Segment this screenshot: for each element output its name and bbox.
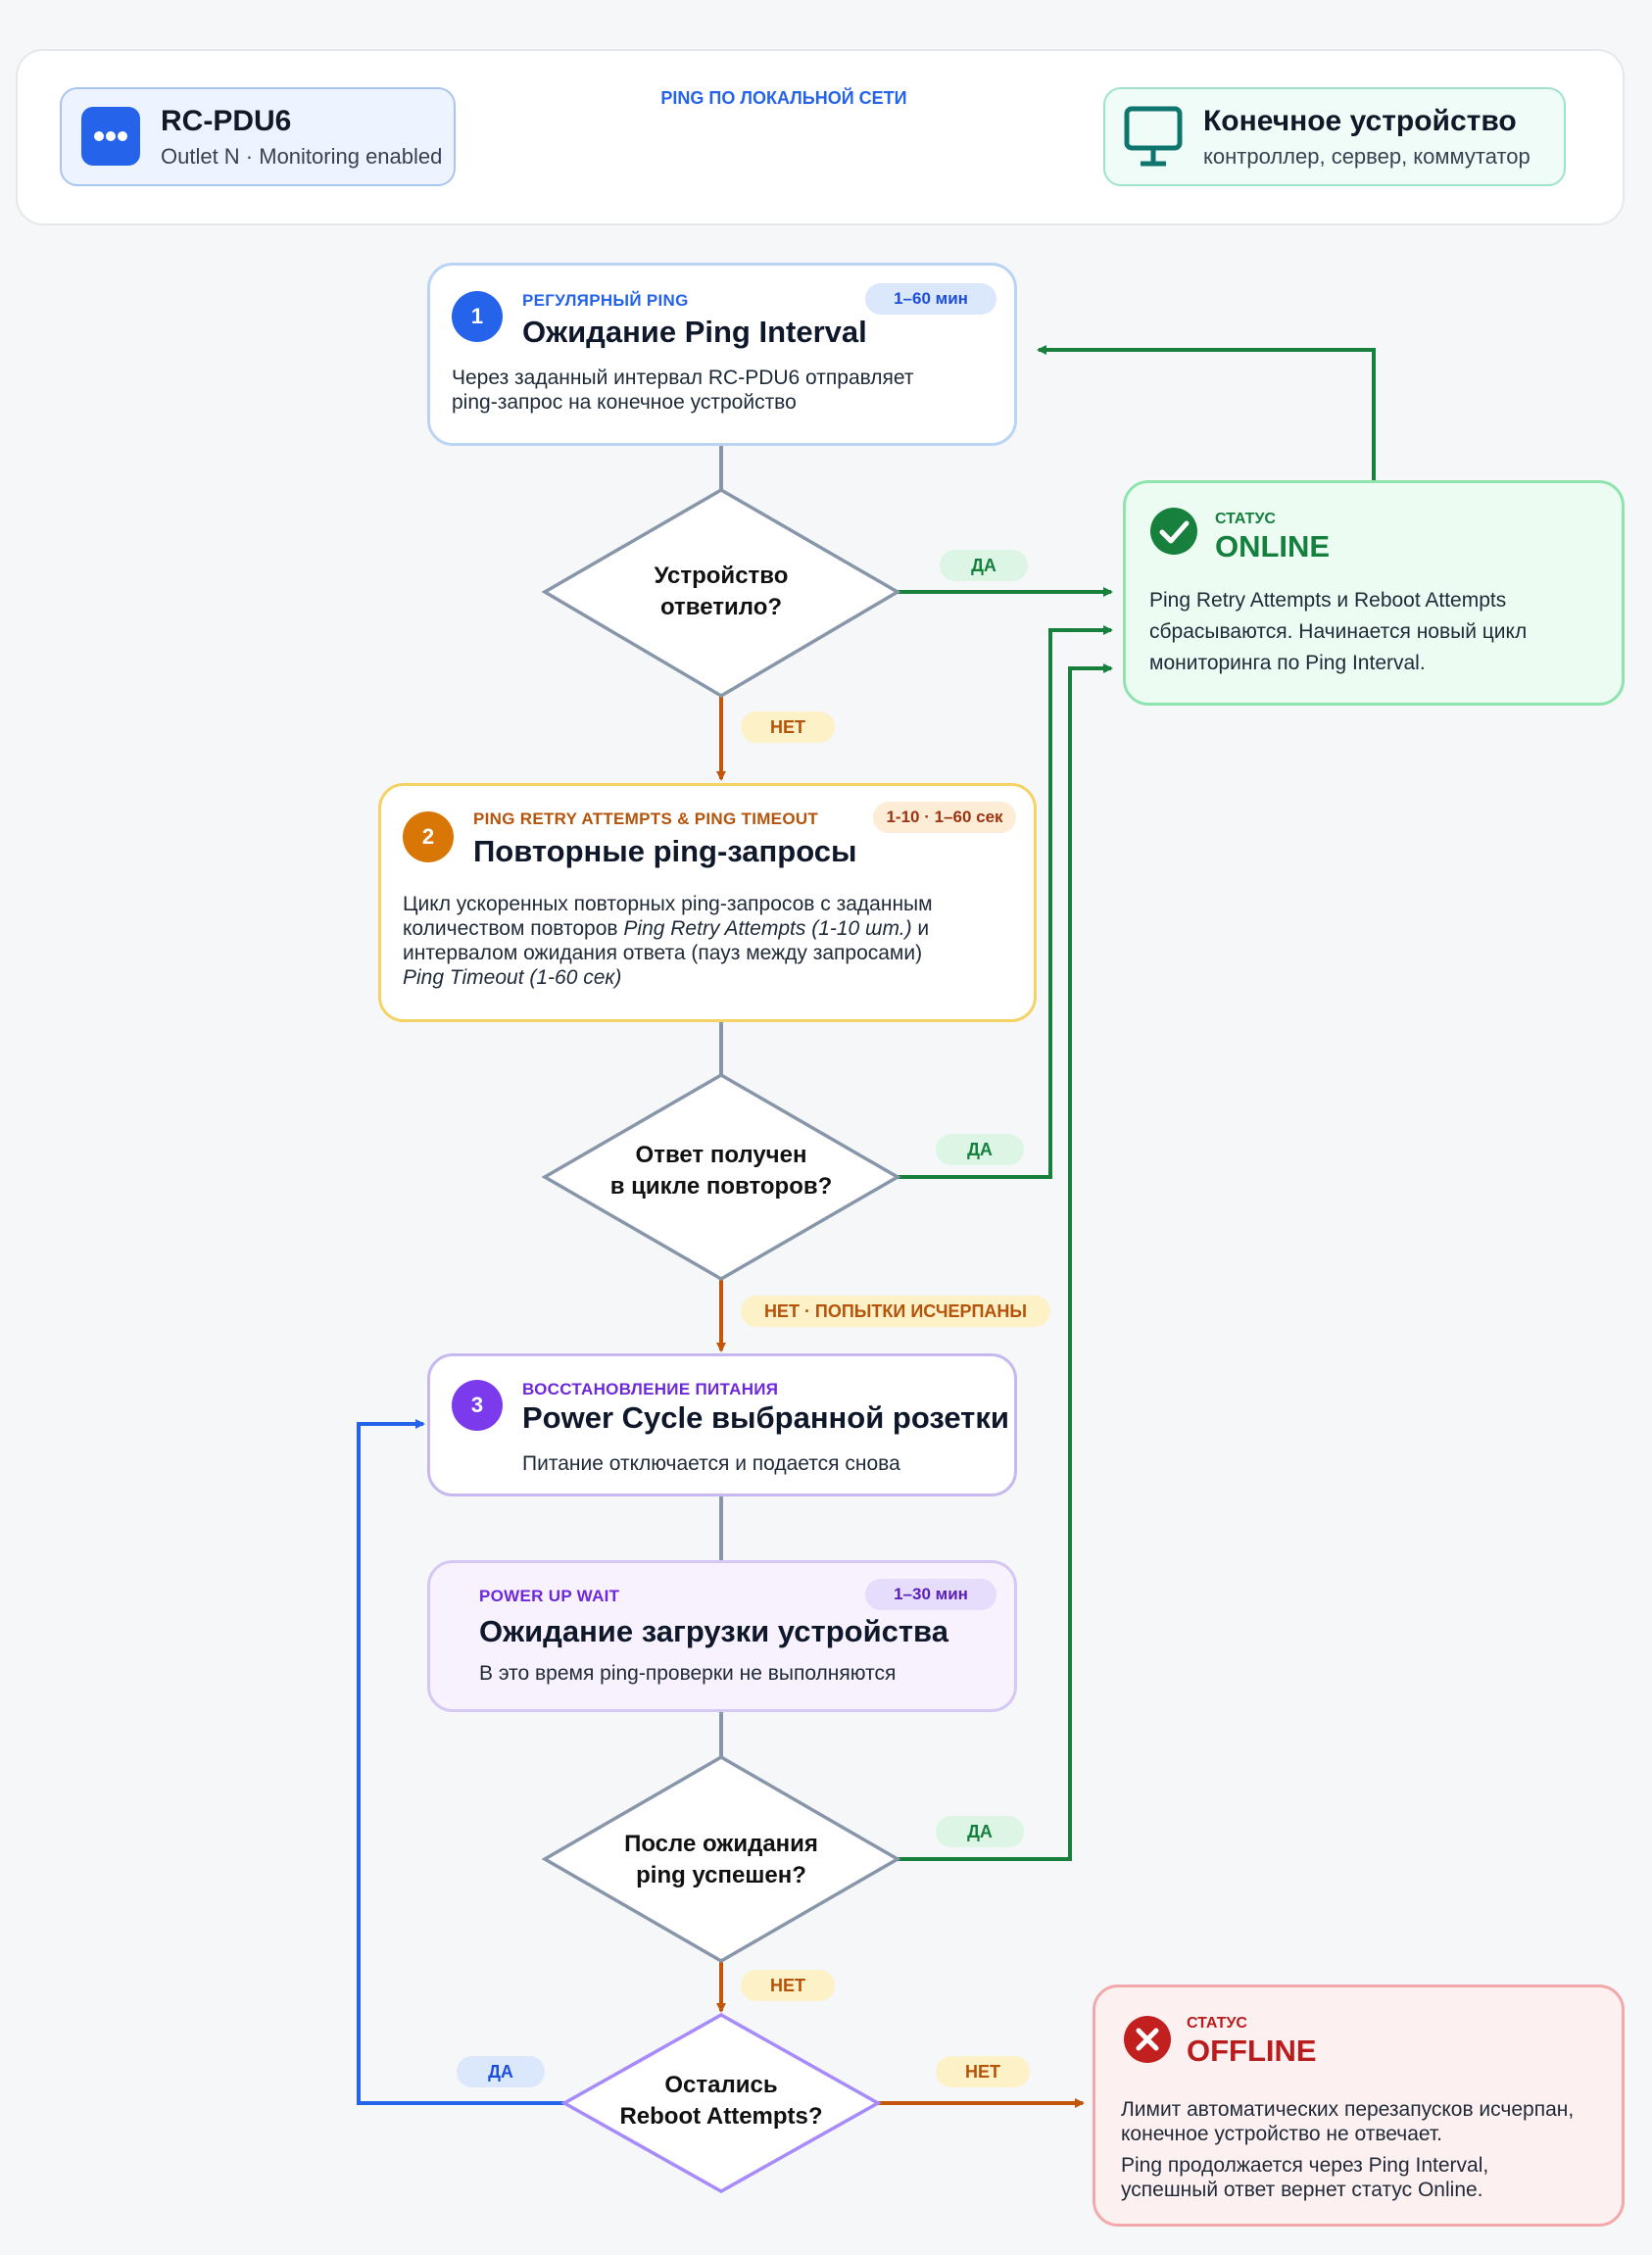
- offline-desc-3: Ping продолжается через Ping Interval,: [1121, 2154, 1489, 2177]
- arrow-dec3-yes: [898, 663, 1113, 1861]
- step1-desc-2: ping-запрос на конечное устройство: [452, 391, 797, 414]
- offline-title: OFFLINE: [1187, 2034, 1317, 2068]
- step4-pill: 1–30 мин: [865, 1579, 996, 1610]
- step1-title: Ожидание Ping Interval: [522, 315, 867, 349]
- step2-desc-1: Цикл ускоренных повторных ping-запросов …: [403, 893, 933, 915]
- decision3-line1: После ожидания: [624, 1831, 818, 1857]
- step1-kicker: РЕГУЛЯРНЫЙ PING: [522, 291, 689, 310]
- step1-desc-1: Через заданный интервал RC-PDU6 отправля…: [452, 367, 914, 389]
- step4-card: POWER UP WAIT 1–30 мин Ожидание загрузки…: [427, 1560, 1017, 1712]
- decision3-no-label: НЕТ: [741, 1970, 835, 2001]
- step4-desc: В это время ping-проверки не выполняются: [479, 1662, 897, 1685]
- device-rc-pdu6: RC-PDU6 Outlet N · Monitoring enabled: [60, 87, 456, 186]
- decision2-line2: в цикле повторов?: [609, 1173, 833, 1200]
- online-desc-3: мониторинга по Ping Interval.: [1149, 652, 1426, 674]
- decision3-line2: ping успешен?: [636, 1862, 806, 1888]
- step2-desc-3: интервалом ожидания ответа (пауз между з…: [403, 942, 923, 964]
- step2-title: Повторные ping-запросы: [473, 834, 857, 868]
- step1-number: 1: [452, 291, 503, 342]
- decision4-line1: Остались: [664, 2072, 778, 2098]
- decision1-line2: ответило?: [659, 594, 783, 620]
- endpoint-name: Конечное устройство: [1203, 105, 1517, 137]
- arrow-online-loop: [1037, 345, 1376, 480]
- arrow-dec4-yes: [357, 1419, 564, 2105]
- check-circle-icon: [1149, 507, 1198, 556]
- device-name: RC-PDU6: [161, 105, 292, 137]
- step2-desc-2a: количеством повторов: [403, 917, 624, 940]
- dots-icon: [81, 107, 140, 166]
- online-desc-1: Ping Retry Attempts и Reboot Attempts: [1149, 589, 1507, 612]
- step2-desc-2: количеством повторов Ping Retry Attempts…: [403, 916, 929, 941]
- step3-title: Power Cycle выбранной розетки: [522, 1400, 1009, 1435]
- decision3-shape: [541, 1754, 901, 1964]
- step1-pill: 1–60 мин: [865, 283, 996, 315]
- decision4-text: Остались Reboot Attempts?: [584, 2070, 858, 2132]
- offline-desc-2: конечное устройство не отвечает.: [1121, 2123, 1443, 2145]
- decision2-yes-label: ДА: [936, 1134, 1024, 1165]
- step1-card: 1 РЕГУЛЯРНЫЙ PING 1–60 мин Ожидание Ping…: [427, 263, 1017, 446]
- decision4-line2: Reboot Attempts?: [619, 2103, 823, 2130]
- device-sub: Outlet N · Monitoring enabled: [161, 144, 443, 169]
- step3-kicker: ВОССТАНОВЛЕНИЕ ПИТАНИЯ: [522, 1380, 779, 1398]
- device-endpoint: Конечное устройство контроллер, сервер, …: [1103, 87, 1566, 186]
- status-offline-card: СТАТУС OFFLINE Лимит автоматических пере…: [1093, 1985, 1625, 2227]
- step3-card: 3 ВОССТАНОВЛЕНИЕ ПИТАНИЯ Power Cycle выб…: [427, 1353, 1017, 1496]
- monitor-icon: [1121, 103, 1186, 172]
- offline-desc-1: Лимит автоматических перезапусков исчерп…: [1121, 2098, 1575, 2121]
- online-desc-2: сбрасываются. Начинается новый цикл: [1149, 620, 1528, 643]
- decision2-no-label: НЕТ · ПОПЫТКИ ИСЧЕРПАНЫ: [741, 1296, 1050, 1327]
- step2-desc-4: Ping Timeout (1-60 сек): [403, 966, 622, 989]
- decision1-text: Устройство ответило?: [574, 561, 868, 623]
- step2-pill: 1-10 · 1–60 сек: [873, 802, 1016, 833]
- decision1-shape: [541, 487, 901, 699]
- step2-desc-2c: и: [911, 917, 930, 940]
- decision4-yes-label: ДА: [457, 2056, 545, 2087]
- header-link-label: PING ПО ЛОКАЛЬНОЙ СЕТИ: [660, 88, 907, 108]
- step3-desc: Питание отключается и подается снова: [522, 1452, 900, 1475]
- step2-card: 2 PING RETRY ATTEMPTS & PING TIMEOUT 1-1…: [378, 783, 1037, 1022]
- decision2-line1: Ответ получен: [635, 1142, 807, 1168]
- error-circle-icon: [1123, 2015, 1172, 2064]
- decision4-shape: [560, 2012, 882, 2194]
- online-title: ONLINE: [1215, 529, 1331, 564]
- decision3-yes-label: ДА: [936, 1816, 1024, 1847]
- status-online-card: СТАТУС ONLINE Ping Retry Attempts и Rebo…: [1123, 480, 1625, 706]
- step3-number: 3: [452, 1380, 503, 1431]
- decision3-text: После ожидания ping успешен?: [574, 1829, 868, 1891]
- step2-kicker: PING RETRY ATTEMPTS & PING TIMEOUT: [473, 809, 819, 828]
- step4-title: Ожидание загрузки устройства: [479, 1614, 948, 1648]
- endpoint-sub: контроллер, сервер, коммутатор: [1203, 144, 1531, 169]
- offline-desc-4: успешный ответ вернет статус Online.: [1121, 2179, 1483, 2201]
- arrow-dec2-yes: [898, 625, 1113, 1179]
- decision1-no-label: НЕТ: [741, 711, 835, 743]
- step4-kicker: POWER UP WAIT: [479, 1587, 620, 1605]
- decision2-shape: [541, 1072, 901, 1282]
- decision4-no-label: НЕТ: [936, 2056, 1030, 2087]
- step2-number: 2: [403, 811, 454, 862]
- step2-desc-2b: Ping Retry Attempts (1-10 шт.): [623, 917, 912, 940]
- offline-kicker: СТАТУС: [1187, 2015, 1247, 2032]
- decision1-yes-label: ДА: [940, 550, 1028, 581]
- decision2-text: Ответ получен в цикле повторов?: [574, 1140, 868, 1202]
- decision1-line1: Устройство: [654, 563, 789, 589]
- online-kicker: СТАТУС: [1215, 511, 1276, 527]
